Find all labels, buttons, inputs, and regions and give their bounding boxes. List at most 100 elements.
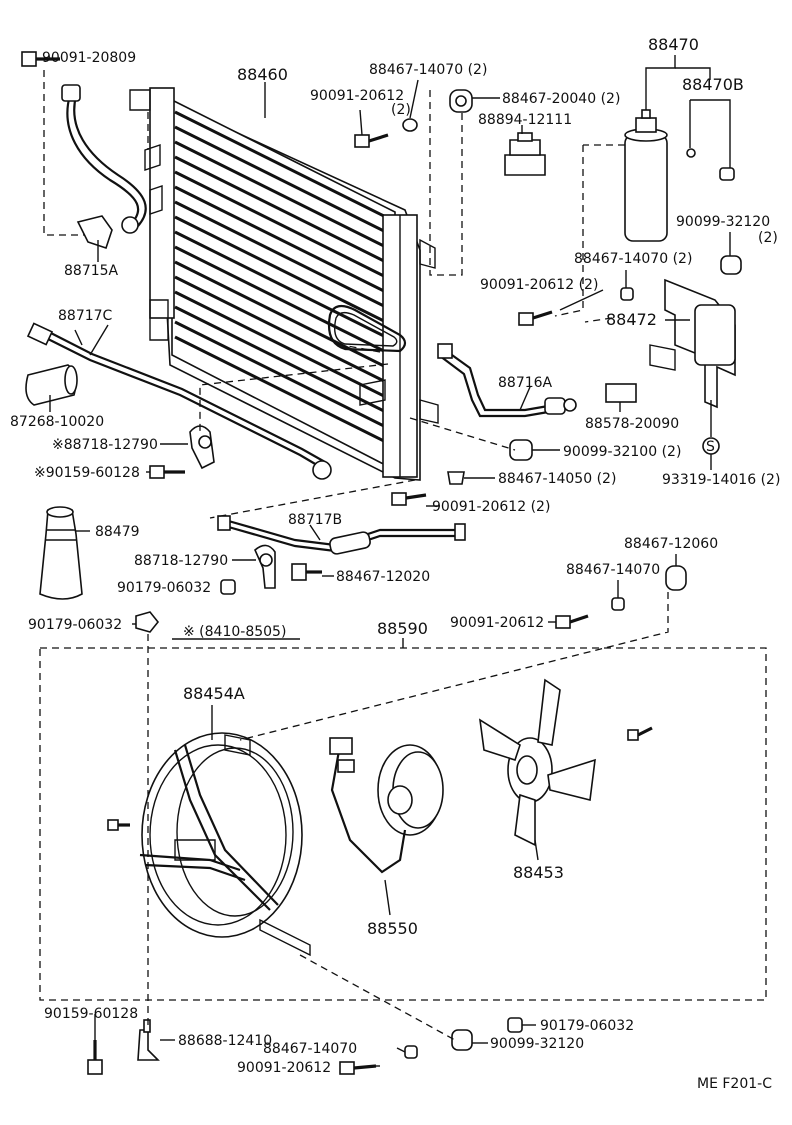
label-90179-06032-c: 90179-06032	[540, 1018, 634, 1034]
collar-88467-14070-d	[404, 1045, 418, 1059]
label-90091-20612-c: 90091-20612 (2)	[432, 499, 550, 515]
label-93319-14016: 93319-14016 (2)	[662, 472, 780, 488]
bolt-90091-20612-e	[339, 1061, 377, 1075]
boot-88479	[39, 506, 83, 600]
condenser-fin	[174, 305, 393, 417]
label-88467-20040: 88467-20040 (2)	[502, 91, 620, 107]
condenser-fin	[174, 215, 393, 327]
screw-left	[107, 819, 130, 831]
labels: 88460 90091-20809 88715A 88717C 87268-10…	[10, 35, 780, 1092]
bolt-90091-20809	[21, 51, 60, 67]
condenser-fin	[174, 110, 393, 222]
bolt-88467-12020	[291, 563, 322, 581]
switch-88894-12111	[504, 132, 546, 176]
bolt-90159-60128-b	[87, 1040, 103, 1075]
label-88467-12060: 88467-12060	[624, 536, 718, 552]
label-88460: 88460	[237, 65, 288, 84]
parts-88470B	[686, 148, 735, 181]
label-88470: 88470	[648, 35, 699, 54]
leader-lines	[39, 55, 767, 1067]
label-88717B: 88717B	[288, 512, 342, 528]
collar-88467-14070-c	[611, 597, 625, 611]
label-90159-60128-b: 90159-60128	[44, 1006, 138, 1022]
label-87268-10020: 87268-10020	[10, 414, 104, 430]
label-88717C: 88717C	[58, 308, 113, 324]
bolt-90091-20612-c	[391, 492, 427, 506]
condenser-fin	[174, 200, 393, 312]
label-88467-14070-b: 88467-14070 (2)	[574, 251, 692, 267]
bolt-90091-20612-a	[354, 133, 389, 148]
label-88467-14070-d: 88467-14070	[263, 1041, 357, 1057]
condenser-fin	[174, 170, 393, 282]
collar-88467-14050	[447, 471, 465, 485]
label-88467-14050: 88467-14050 (2)	[498, 471, 616, 487]
condenser-fin	[174, 125, 393, 237]
screw-right	[627, 726, 653, 741]
bolt-90091-20612-b	[518, 310, 553, 326]
label-88716A: 88716A	[498, 375, 553, 391]
label-90091-20612-a-qty: (2)	[391, 102, 411, 118]
diagram-code: ME F201-C	[697, 1076, 772, 1092]
condenser-fin	[174, 320, 393, 432]
condenser-fin	[174, 260, 393, 372]
label-90159-60128-a: ※90159-60128	[34, 465, 140, 481]
label-90091-20809: 90091-20809	[42, 50, 136, 66]
label-90091-20612-e: 90091-20612	[237, 1060, 331, 1076]
label-88453: 88453	[513, 863, 564, 882]
label-90091-20612-d: 90091-20612	[450, 615, 544, 631]
condenser-fin	[174, 275, 393, 387]
label-90099-32120-a-qty: (2)	[758, 230, 778, 246]
label-88688-12410: 88688-12410	[178, 1033, 272, 1049]
clip-88688-12410	[137, 1019, 160, 1061]
hose-87268-10020	[25, 364, 78, 406]
fan-assembly-88590	[107, 678, 653, 957]
part-88578-20090	[605, 383, 637, 403]
condenser-fin	[174, 185, 393, 297]
label-90091-20612-a: 90091-20612	[310, 88, 404, 104]
label-88467-14070-c: 88467-14070	[566, 562, 660, 578]
condenser-fin	[174, 335, 393, 447]
condenser-fin	[174, 290, 393, 402]
label-88467-14070-a: 88467-14070 (2)	[369, 62, 487, 78]
label-88472: 88472	[606, 310, 657, 329]
label-90179-06032-a: 90179-06032	[117, 580, 211, 596]
cushion-90099-32120-a	[720, 255, 742, 275]
label-88894-12111: 88894-12111	[478, 112, 572, 128]
label-90179-06032-b: 90179-06032	[28, 617, 122, 633]
clamp-88718-12790-b	[254, 544, 276, 589]
label-90099-32120-b: 90099-32120	[490, 1036, 584, 1052]
collar-88467-14070-a	[402, 118, 418, 132]
label-88550: 88550	[367, 919, 418, 938]
label-88715A: 88715A	[64, 263, 119, 279]
label-88590: 88590	[377, 619, 428, 638]
nut-90179-06032-a	[220, 579, 236, 595]
condenser-fin	[174, 245, 393, 357]
label-model-range: ※ (8410-8505)	[183, 624, 286, 640]
clamp-88718-12790-a	[189, 425, 215, 470]
nut-90179-06032-b	[135, 611, 160, 633]
condenser-fin	[174, 155, 393, 267]
label-s-symbol: S	[706, 439, 715, 455]
label-88470B: 88470B	[682, 75, 744, 94]
label-88454A: 88454A	[183, 684, 245, 703]
pipe-88715A	[61, 84, 147, 250]
pipe-88716A	[437, 343, 577, 418]
bolt-90159-60128-a	[149, 465, 185, 479]
nut-90179-06032-c	[507, 1017, 523, 1033]
label-88479: 88479	[95, 524, 140, 540]
collar-88467-14070-b	[620, 287, 634, 301]
grommet-88467-12060	[665, 565, 687, 591]
bracket-88472	[649, 278, 736, 409]
motor-88550	[329, 737, 444, 874]
label-88718-12790-a: ※88718-12790	[52, 437, 158, 453]
shroud-88454A	[139, 732, 311, 957]
grommet-88467-20040	[449, 89, 473, 113]
condenser-88460	[129, 87, 439, 481]
label-90099-32120-a: 90099-32120	[676, 214, 770, 230]
label-90099-32100: 90099-32100 (2)	[563, 444, 681, 460]
condenser-fin	[174, 230, 393, 342]
cushion-90099-32120-b	[451, 1029, 473, 1051]
label-88718-12790-b: 88718-12790	[134, 553, 228, 569]
label-90091-20612-b: 90091-20612 (2)	[480, 277, 598, 293]
